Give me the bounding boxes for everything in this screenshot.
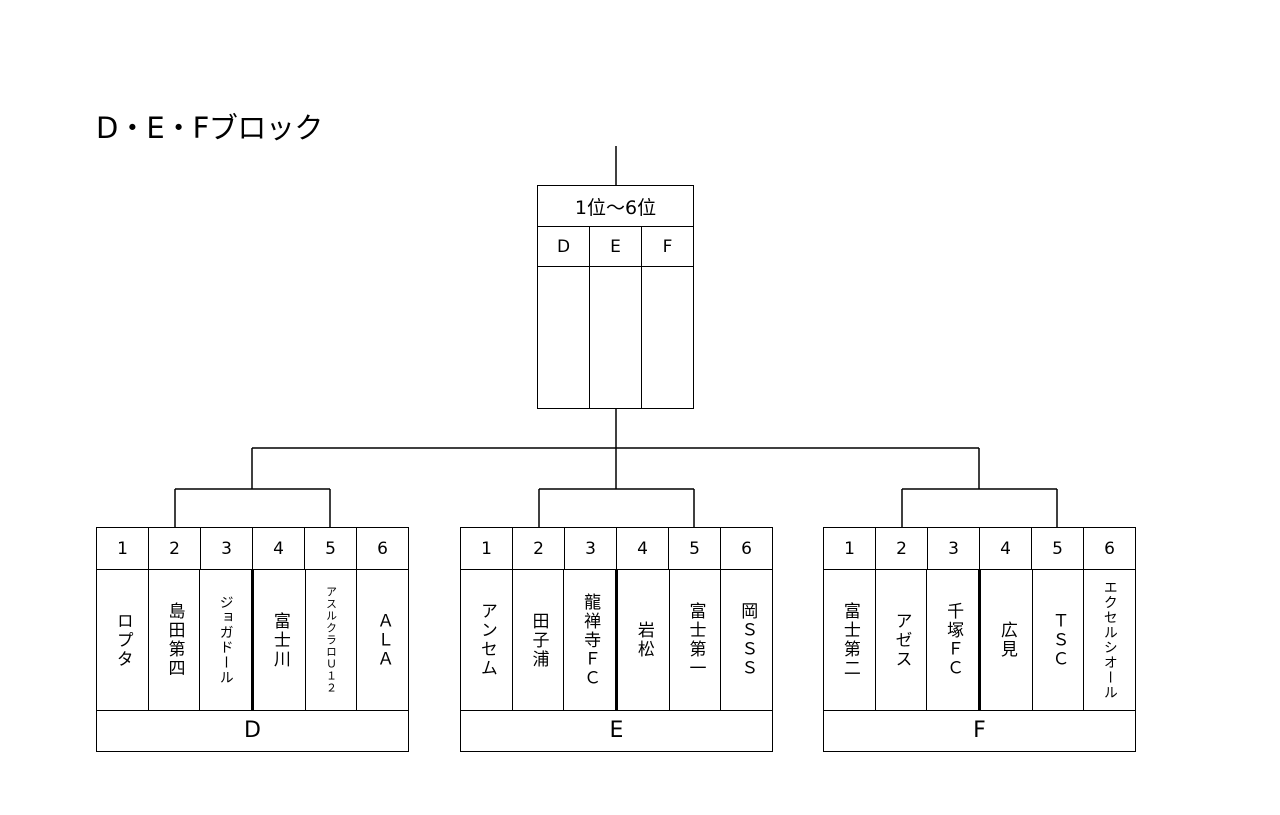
team-number: 6 [741, 538, 752, 559]
team-number: 3 [928, 528, 980, 569]
team-name: 富士川 [269, 611, 290, 669]
team-name-cell: 富士川 [254, 570, 306, 710]
team-name: 岩松 [633, 621, 654, 659]
ranking-header: 1位～6位 [538, 186, 693, 227]
ranking-summary-table: 1位～6位 D E F [537, 185, 694, 409]
team-number: 5 [1032, 528, 1084, 569]
team-name-cell: ジョガドール [200, 570, 255, 710]
summary-column-f: F [662, 236, 673, 257]
team-name-cell: 田子浦 [513, 570, 565, 710]
team-name-cell: 岩松 [618, 570, 670, 710]
block-label: F [973, 717, 986, 743]
team-name: アスルクラロＵ１２ [324, 586, 338, 694]
team-name-cell: 龍禅寺ＦＣ [564, 570, 619, 710]
team-name-cell: アスルクラロＵ１２ [306, 570, 358, 710]
team-number: 3 [565, 528, 617, 569]
team-name-cell: 広見 [981, 570, 1033, 710]
team-number: 2 [513, 528, 565, 569]
block-e: 1 2 3 4 5 6 アンセム 田子浦 龍禅寺ＦＣ 岩松 富士第一 岡ＳＳＳ … [460, 527, 773, 752]
block-d: 1 2 3 4 5 6 ロプタ 島田第四 ジョガドール 富士川 アスルクラロＵ１… [96, 527, 409, 752]
block-f: 1 2 3 4 5 6 富士第二 アゼス 千塚ＦＣ 広見 ＴＳＣ エクセルシオー… [823, 527, 1136, 752]
team-name-cell: アゼス [876, 570, 928, 710]
summary-column-d: D [538, 227, 590, 266]
summary-cell-f [642, 267, 693, 408]
team-number: 2 [149, 528, 201, 569]
summary-cell-d [538, 267, 590, 408]
team-name: アゼス [891, 611, 912, 669]
team-name-cell: エクセルシオール [1084, 570, 1135, 710]
team-name: アンセム [476, 602, 497, 678]
team-name: 田子浦 [528, 611, 549, 669]
team-number: 6 [1104, 538, 1115, 559]
team-name-cell: ロプタ [97, 570, 149, 710]
block-label: D [244, 717, 261, 743]
team-number: 4 [253, 528, 305, 569]
team-number: 5 [669, 528, 721, 569]
team-number: 3 [201, 528, 253, 569]
team-name: 富士第一 [685, 602, 706, 678]
team-name: 広見 [996, 621, 1017, 659]
summary-cell-e [590, 267, 642, 408]
team-name: ロプタ [112, 611, 133, 669]
team-name: 富士第二 [839, 602, 860, 678]
team-number: 4 [980, 528, 1032, 569]
team-name: ジョガドール [217, 595, 234, 685]
team-name: ＡＬＡ [373, 611, 394, 669]
team-name-cell: 富士第一 [670, 570, 722, 710]
team-name-cell: 富士第二 [824, 570, 876, 710]
team-number: 1 [97, 528, 149, 569]
team-name-cell: 岡ＳＳＳ [721, 570, 772, 710]
team-number: 5 [305, 528, 357, 569]
team-name-cell: アンセム [461, 570, 513, 710]
team-name: ＴＳＣ [1048, 611, 1069, 669]
team-name-cell: 千塚ＦＣ [927, 570, 982, 710]
team-number: 1 [824, 528, 876, 569]
team-number: 2 [876, 528, 928, 569]
team-name: 千塚ＦＣ [943, 602, 964, 678]
block-label: E [609, 717, 624, 743]
team-number: 1 [461, 528, 513, 569]
team-name: 龍禅寺ＦＣ [580, 592, 601, 688]
page-title: D・E・Fブロック [96, 111, 323, 145]
team-name: 岡ＳＳＳ [737, 602, 758, 678]
team-number: 4 [617, 528, 669, 569]
team-name-cell: 島田第四 [149, 570, 201, 710]
team-name: エクセルシオール [1101, 580, 1118, 700]
team-name-cell: ＴＳＣ [1033, 570, 1085, 710]
team-name: 島田第四 [164, 602, 185, 678]
team-name-cell: ＡＬＡ [357, 570, 408, 710]
summary-column-e: E [590, 227, 642, 266]
team-number: 6 [377, 538, 388, 559]
